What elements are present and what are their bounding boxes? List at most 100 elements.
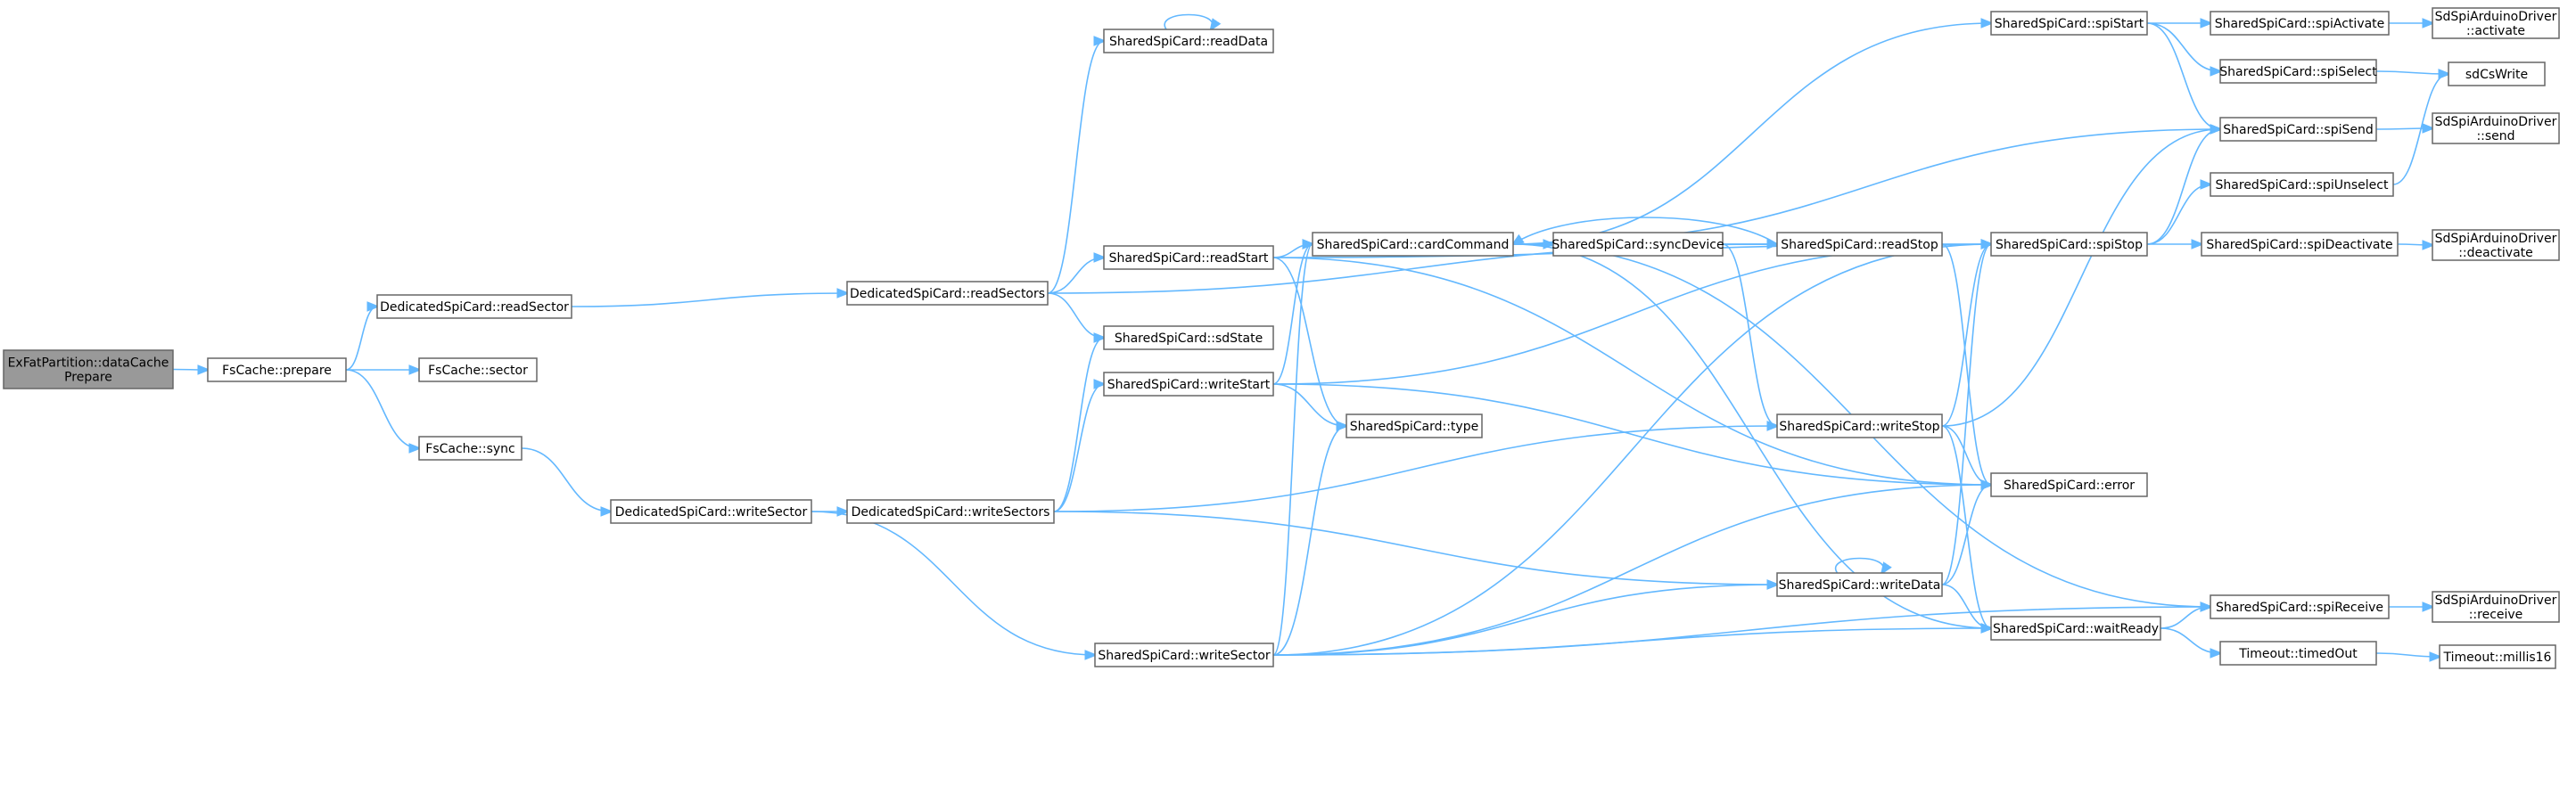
node-spiDeactivate[interactable]: SharedSpiCard::spiDeactivate: [2201, 232, 2399, 257]
node-label: SharedSpiCard::spiActivate: [2215, 17, 2385, 31]
node-label: DedicatedSpiCard::writeSector: [615, 505, 808, 520]
node-box: [1103, 325, 1274, 350]
node-spiSelect[interactable]: SharedSpiCard::spiSelect: [2219, 59, 2377, 84]
node-label: SharedSpiCard::readStop: [1781, 238, 1938, 252]
node-box: [1103, 372, 1274, 397]
node-spiReceive[interactable]: SharedSpiCard::spiReceive: [2210, 594, 2390, 619]
node-sector[interactable]: FsCache::sector: [418, 357, 538, 382]
node-sdActivate[interactable]: SdSpiArduinoDriver::activate: [2432, 7, 2560, 39]
node-label: FsCache::sector: [428, 364, 528, 378]
node-sdDeactivate[interactable]: SdSpiArduinoDriver::deactivate: [2432, 229, 2560, 261]
node-label: SharedSpiCard::spiStop: [1996, 238, 2143, 252]
node-box: [1990, 232, 2148, 257]
node-dWriteSector[interactable]: DedicatedSpiCard::writeSector: [610, 499, 812, 524]
node-box: [2432, 591, 2560, 623]
edge-writeSectorS-to-error: [1272, 485, 1991, 656]
node-label: ::send: [2476, 129, 2514, 143]
node-syncDevice[interactable]: SharedSpiCard::syncDevice: [1551, 232, 1724, 257]
node-millis16[interactable]: Timeout::millis16: [2439, 644, 2556, 669]
node-label: DedicatedSpiCard::readSector: [380, 300, 569, 315]
edge-layer: [172, 13, 2448, 658]
node-waitReady[interactable]: SharedSpiCard::waitReady: [1990, 616, 2161, 641]
node-box: [207, 357, 347, 382]
node-sdState[interactable]: SharedSpiCard::sdState: [1103, 325, 1274, 350]
edge-spiSelect-to-sdCsWrite: [2375, 71, 2448, 74]
edge-writeSectorS-to-type: [1272, 426, 1346, 656]
node-label: DedicatedSpiCard::readSectors: [850, 287, 1045, 301]
edge-spiStart-to-spiSend: [2146, 22, 2220, 129]
node-label: ExFatPartition::dataCache: [8, 356, 169, 371]
node-label: Timeout::millis16: [2443, 651, 2552, 665]
edge-writeSectorS-to-spiStop: [1272, 244, 1991, 656]
edge-writeStart-to-cardCommand: [1272, 244, 1313, 385]
node-spiStart[interactable]: SharedSpiCard::spiStart: [1990, 11, 2148, 36]
node-timedOut[interactable]: Timeout::timedOut: [2219, 641, 2377, 666]
node-box: [2432, 112, 2560, 144]
node-readStart[interactable]: SharedSpiCard::readStart: [1103, 245, 1274, 270]
node-dReadSectors[interactable]: DedicatedSpiCard::readSectors: [846, 281, 1049, 306]
node-sdCsWrite[interactable]: sdCsWrite: [2448, 61, 2546, 86]
node-box: [1990, 11, 2148, 36]
node-dReadSector[interactable]: DedicatedSpiCard::readSector: [376, 294, 572, 319]
edge-writeData-to-error: [1941, 485, 1991, 585]
edge-dWriteSectors-to-sdState: [1053, 338, 1104, 512]
node-box: [2219, 59, 2377, 84]
edge-writeStop-to-spiStop: [1941, 244, 1991, 427]
node-box: [1990, 472, 2148, 497]
node-label: SharedSpiCard::spiDeactivate: [2206, 238, 2392, 252]
node-box: [2219, 117, 2377, 142]
node-label: SharedSpiCard::writeSector: [1098, 649, 1271, 663]
node-box: [2201, 232, 2399, 257]
node-box: [1990, 616, 2161, 641]
node-sdSend[interactable]: SdSpiArduinoDriver::send: [2432, 112, 2560, 144]
node-box: [1312, 232, 1514, 257]
node-spiStop[interactable]: SharedSpiCard::spiStop: [1990, 232, 2148, 257]
edge-timedOut-to-millis16: [2375, 653, 2440, 657]
node-box: [1094, 643, 1274, 667]
node-box: [376, 294, 572, 319]
node-writeData[interactable]: SharedSpiCard::writeData: [1776, 572, 1943, 597]
edge-writeSectorS-to-cardCommand: [1272, 244, 1313, 656]
node-cardCommand[interactable]: SharedSpiCard::cardCommand: [1312, 232, 1514, 257]
node-label: SharedSpiCard::error: [2004, 479, 2135, 493]
edge-spiStart-to-spiSelect: [2146, 22, 2220, 71]
edge-writeData-to-spiStop: [1941, 244, 1991, 585]
node-box: [1346, 413, 1483, 438]
edge-writeSectorS-to-writeData: [1272, 585, 1777, 656]
node-dWriteSectors[interactable]: DedicatedSpiCard::writeSectors: [846, 499, 1055, 524]
node-readStop[interactable]: SharedSpiCard::readStop: [1776, 232, 1943, 257]
node-writeStart[interactable]: SharedSpiCard::writeStart: [1103, 372, 1274, 397]
edge-dWriteSectors-to-writeData: [1053, 511, 1777, 585]
node-prepare[interactable]: FsCache::prepare: [207, 357, 347, 382]
node-type[interactable]: SharedSpiCard::type: [1346, 413, 1483, 438]
edge-writeData-to-writeData: [1834, 557, 1884, 574]
node-writeSectorS[interactable]: SharedSpiCard::writeSector: [1094, 643, 1274, 667]
edge-dWriteSectors-to-writeStart: [1053, 384, 1104, 512]
node-label: SharedSpiCard::writeData: [1779, 578, 1941, 593]
node-spiSend[interactable]: SharedSpiCard::spiSend: [2219, 117, 2377, 142]
node-sdReceive[interactable]: SdSpiArduinoDriver::receive: [2432, 591, 2560, 623]
node-label: SdSpiArduinoDriver: [2435, 232, 2557, 246]
edge-readStart-to-error: [1272, 257, 1991, 485]
edge-readStart-to-cardCommand: [1272, 244, 1313, 258]
edge-writeStop-to-spiSend: [1941, 129, 2220, 427]
node-writeStop[interactable]: SharedSpiCard::writeStop: [1776, 413, 1943, 438]
node-box: [2219, 641, 2377, 666]
node-readData[interactable]: SharedSpiCard::readData: [1103, 29, 1274, 53]
node-label: SharedSpiCard::syncDevice: [1551, 238, 1724, 252]
node-label: SharedSpiCard::cardCommand: [1317, 238, 1510, 252]
node-sync[interactable]: FsCache::sync: [418, 436, 523, 461]
edge-dReadSectors-to-sdState: [1047, 292, 1104, 338]
edge-readStop-to-error: [1941, 243, 1991, 485]
node-error[interactable]: SharedSpiCard::error: [1990, 472, 2148, 497]
node-label: SharedSpiCard::spiReceive: [2216, 601, 2383, 615]
node-label: SharedSpiCard::spiStart: [1995, 17, 2144, 31]
edge-writeStart-to-type: [1272, 383, 1346, 426]
edge-readStart-to-type: [1272, 257, 1346, 426]
edge-dReadSectors-to-readData: [1047, 41, 1104, 294]
node-label: SharedSpiCard::spiUnselect: [2216, 178, 2389, 192]
node-label: ::activate: [2466, 24, 2525, 38]
node-spiActivate[interactable]: SharedSpiCard::spiActivate: [2210, 11, 2390, 36]
node-spiUnselect[interactable]: SharedSpiCard::spiUnselect: [2210, 172, 2394, 197]
